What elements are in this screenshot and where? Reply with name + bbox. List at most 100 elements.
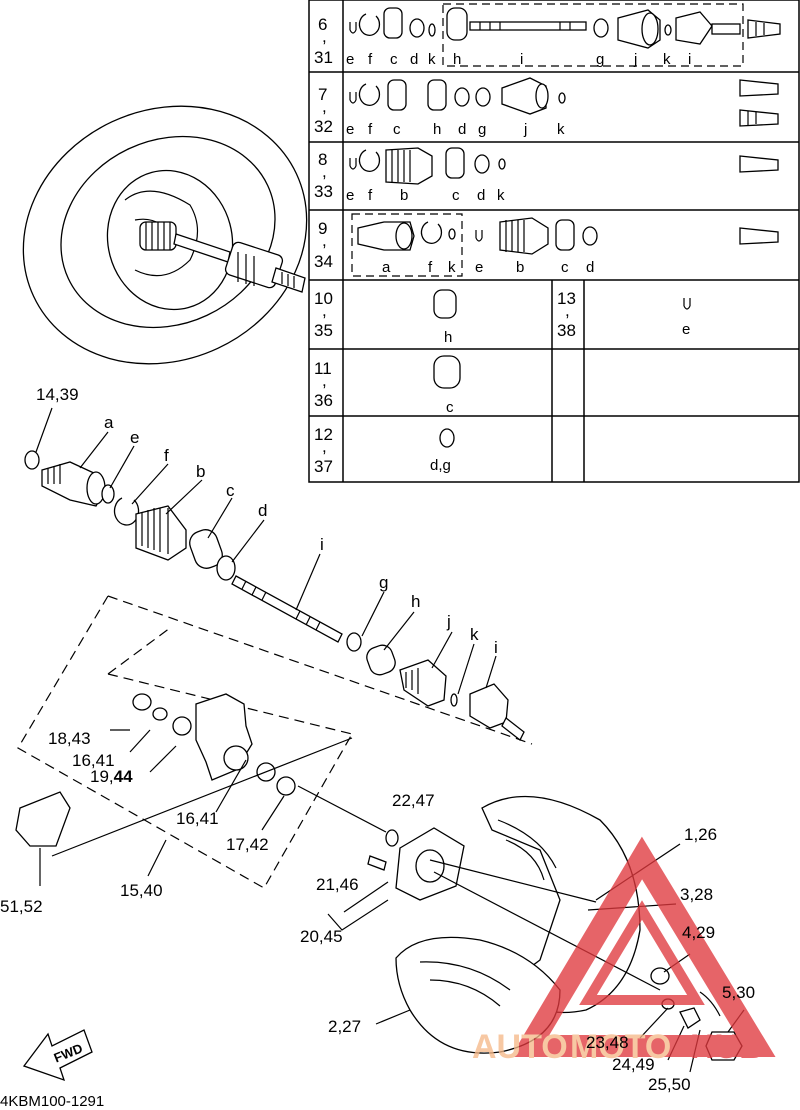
callout-24-49: 24,49 bbox=[612, 1055, 655, 1074]
callout-h: h bbox=[411, 592, 420, 611]
callout-18-43: 18,43 bbox=[48, 729, 91, 748]
drive-shaft-exploded bbox=[24, 407, 525, 741]
callout-i-shaft: i bbox=[320, 535, 324, 554]
row-6-code-7: i bbox=[520, 51, 523, 68]
parts-application-table: 6 , 31 7 , 32 8 , 33 9 , 34 10 , 35 13 ,… bbox=[308, 0, 800, 483]
watermark-logo: AUTO MOTO HUB bbox=[472, 836, 776, 1066]
row-13-number: 13 bbox=[557, 289, 576, 308]
callout-22-47: 22,47 bbox=[392, 791, 435, 810]
callout-2-27: 2,27 bbox=[328, 1017, 361, 1036]
callout-17-42: 17,42 bbox=[226, 835, 269, 854]
watermark-text-auto: AUTO bbox=[472, 1028, 568, 1066]
callout-5-30: 5,30 bbox=[722, 983, 755, 1002]
row-8-code-2: f bbox=[368, 187, 373, 204]
callout-d: d bbox=[258, 501, 267, 520]
callout-19-44: 19,44 bbox=[90, 767, 133, 786]
hub-wheel-exploded bbox=[327, 795, 745, 1073]
row-12-code-1: d,g bbox=[430, 457, 451, 474]
row-7-number: 7 bbox=[318, 85, 327, 104]
row-8-code-1: e bbox=[346, 187, 354, 204]
svg-text:,: , bbox=[322, 97, 327, 116]
callout-f: f bbox=[164, 446, 169, 465]
row-7-code-8: k bbox=[557, 121, 565, 138]
callout-14-39: 14,39 bbox=[36, 385, 79, 404]
callout-e: e bbox=[130, 428, 139, 447]
row-12-number-alt: 37 bbox=[314, 457, 333, 476]
row-12-number: 12 bbox=[314, 425, 333, 444]
watermark-text-hub: HUB bbox=[690, 1028, 764, 1066]
row-13-number-alt: 38 bbox=[557, 321, 576, 340]
wheel-assembly-illustration bbox=[22, 105, 308, 365]
row-13-code-1: e bbox=[682, 321, 690, 338]
row-8-code-6: k bbox=[497, 187, 505, 204]
callout-15-40: 15,40 bbox=[120, 881, 163, 900]
row-6-number-alt: 31 bbox=[314, 48, 333, 67]
callout-20-45: 20,45 bbox=[300, 927, 343, 946]
row-6-code-6: h bbox=[453, 51, 461, 68]
row-7-code-5: d bbox=[458, 121, 466, 138]
callout-16-41-lower: 16,41 bbox=[176, 809, 219, 828]
knuckle-group bbox=[15, 595, 533, 889]
fwd-arrow: FWD bbox=[22, 1029, 93, 1082]
callout-a: a bbox=[104, 413, 114, 432]
row-9-code-4: e bbox=[475, 259, 483, 276]
row-7-number-alt: 32 bbox=[314, 117, 333, 136]
row-10-number-alt: 35 bbox=[314, 321, 333, 340]
callout-labels: 14,39 a e f b c d i g h j k i 18,43 16,4… bbox=[0, 385, 755, 1094]
row-7-code-2: f bbox=[368, 121, 373, 138]
callout-i-joint: i bbox=[494, 638, 498, 657]
callout-j: j bbox=[446, 612, 451, 631]
row-9-code-2: f bbox=[428, 259, 433, 276]
callout-23-48: 23,48 bbox=[586, 1033, 629, 1052]
callout-1-26: 1,26 bbox=[684, 825, 717, 844]
row-10-number: 10 bbox=[314, 289, 333, 308]
row-6-code-10: k bbox=[663, 51, 671, 68]
row-6-code-3: c bbox=[390, 51, 398, 68]
row-8-number-alt: 33 bbox=[314, 182, 333, 201]
svg-text:,: , bbox=[322, 162, 327, 181]
row-9-code-6: c bbox=[561, 259, 569, 276]
callout-21-46: 21,46 bbox=[316, 875, 359, 894]
svg-text:,: , bbox=[322, 437, 327, 456]
row-7-code-4: h bbox=[433, 121, 441, 138]
row-9-number: 9 bbox=[318, 219, 327, 238]
svg-text:,: , bbox=[565, 301, 570, 320]
row-9-code-5: b bbox=[516, 259, 524, 276]
callout-51-52: 51,52 bbox=[0, 897, 43, 916]
row-9-code-1: a bbox=[382, 259, 391, 276]
row-6-code-4: d bbox=[410, 51, 418, 68]
callout-c: c bbox=[226, 481, 235, 500]
row-8-code-5: d bbox=[477, 187, 485, 204]
row-7-code-7: j bbox=[523, 121, 527, 138]
row-6-sep: , bbox=[322, 27, 327, 46]
row-9-code-7: d bbox=[586, 259, 594, 276]
row-6-code-9: j bbox=[633, 51, 637, 68]
row-7-code-6: g bbox=[478, 121, 486, 138]
row-11-code-1: c bbox=[446, 399, 454, 416]
svg-text:,: , bbox=[322, 371, 327, 390]
callout-3-28: 3,28 bbox=[680, 885, 713, 904]
callout-16-41-upper: 16,41 bbox=[72, 751, 115, 770]
row-8-number: 8 bbox=[318, 150, 327, 169]
row-7-code-3: c bbox=[393, 121, 401, 138]
row-6-code-1: e bbox=[346, 51, 354, 68]
row-10-code-1: h bbox=[444, 329, 452, 346]
row-11-number-alt: 36 bbox=[314, 391, 333, 410]
row-8-code-4: c bbox=[452, 187, 460, 204]
watermark-text-moto: MOTO bbox=[570, 1028, 671, 1066]
row-9-code-3: k bbox=[448, 259, 456, 276]
svg-text:,: , bbox=[322, 231, 327, 250]
callout-b: b bbox=[196, 462, 205, 481]
row-6-number: 6 bbox=[318, 15, 327, 34]
diagram-code: 4KBM100-1291 bbox=[0, 1093, 104, 1110]
row-6-code-11: i bbox=[688, 51, 691, 68]
callout-4-29: 4,29 bbox=[682, 923, 715, 942]
row-11-number: 11 bbox=[314, 359, 332, 378]
row-8-code-3: b bbox=[400, 187, 408, 204]
row-7-code-1: e bbox=[346, 121, 354, 138]
row-6-code-2: f bbox=[368, 51, 373, 68]
row-6-code-8: g bbox=[596, 51, 604, 68]
row-6-code-5: k bbox=[428, 51, 436, 68]
callout-k: k bbox=[470, 625, 479, 644]
